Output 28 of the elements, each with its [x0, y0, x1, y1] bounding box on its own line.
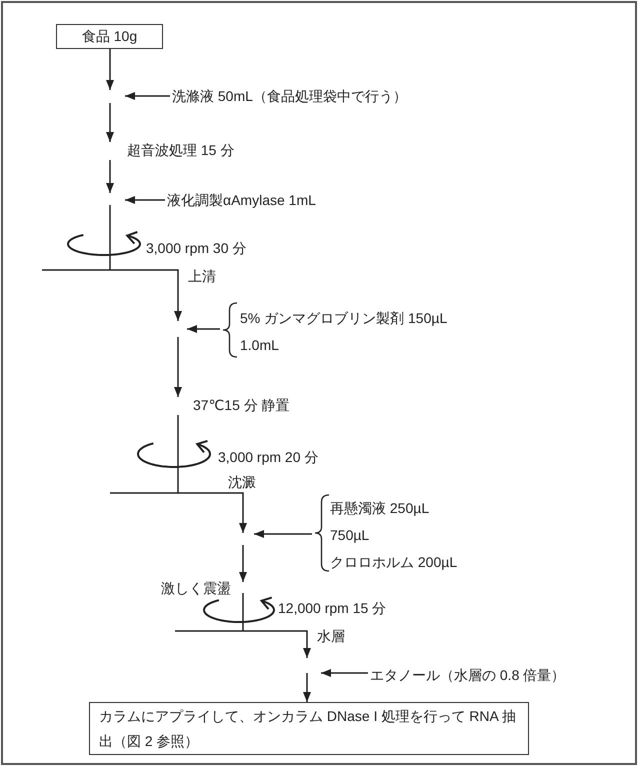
reagent-text: 5% ガンマグロブリン製剤 150µL: [240, 310, 448, 326]
step-label: 37℃15 分 静置: [193, 397, 290, 413]
reagent-text: 再懸濁液 250µL: [330, 500, 430, 516]
reagent-text: 洗滌液 50mL（食品処理袋中で行う）: [172, 88, 407, 104]
fraction-label: 水層: [317, 628, 345, 644]
reagent-text: 1.0mL: [240, 337, 280, 353]
reagent-text: 液化調製αAmylase 1mL: [167, 192, 316, 208]
fraction-label: 上清: [188, 268, 216, 284]
speed-label: 3,000 rpm 20 分: [218, 449, 318, 465]
arrow: [303, 673, 311, 702]
reagent-text: 750µL: [330, 527, 370, 543]
arrow: [125, 92, 170, 100]
process-box: [56, 24, 163, 49]
arrow: [321, 669, 368, 677]
speed-label: 12,000 rpm 15 分: [278, 600, 386, 616]
sample-text: 食品 10g: [82, 27, 138, 46]
reagent-text: クロロホルム 200µL: [330, 554, 458, 570]
reagent-text: エタノール（水層の 0.8 倍量）: [370, 667, 566, 683]
result-text: カラムにアプライして、オンカラム DNase I 処理を行って RNA 抽出（図 2 参照）: [99, 707, 517, 751]
arrow: [187, 325, 220, 333]
arrow: [254, 530, 312, 538]
step-label: 超音波処理 15 分: [127, 142, 234, 158]
speed-label: 3,000 rpm 30 分: [146, 240, 246, 256]
arrow: [106, 49, 114, 90]
fraction-label: 沈澱: [228, 474, 256, 490]
arrow: [125, 196, 165, 204]
process-box: [89, 702, 529, 755]
step-label: 激しく震盪: [161, 580, 231, 596]
